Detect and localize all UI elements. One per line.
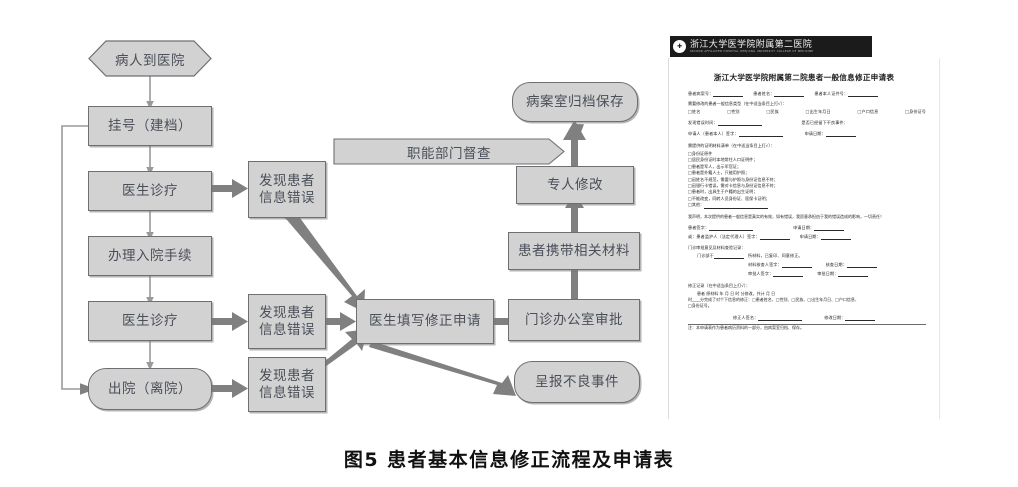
form-section2-title: 需提供的证明材料清单（在中适当条目上打√）：	[688, 143, 775, 148]
form-section3-title: 门诊审批意见及材料查验记录：	[688, 244, 746, 250]
form-section2-options: □身份证原件 □居民身份证时本地常住人口证明件； □患者是军人，出示军官证； □…	[688, 151, 778, 209]
form-declaration: 我声明，本次提供的患者一般信息是真实的有效，如有错误，我愿意承担由于我的错误造成…	[688, 213, 884, 219]
node-outpatient-office-approval: 门诊办公室审批	[508, 299, 640, 341]
form-row-verify: 门诊部于 所材料，已复印、同意修正。	[697, 252, 803, 259]
node-admission: 办理入院手续	[88, 236, 212, 276]
hospital-name-en: SECOND AFFILIATED HOSPITAL ZHEJIANG UNIV…	[690, 49, 814, 53]
node-doctor-visit-2: 医生诊疗	[88, 301, 212, 341]
form-hospital-header: ✚ 浙江大学医学院附属第二医院 SECOND AFFILIATED HOSPIT…	[670, 36, 872, 57]
page-edge-right	[939, 58, 940, 419]
node-label: 职能部门督查	[407, 145, 491, 162]
node-doctor-fills-application: 医生填写修正申请	[356, 299, 494, 344]
form-title: 浙江大学医学院附属第二院患者一般信息修正申请表	[713, 73, 895, 82]
page-edge-left	[668, 58, 669, 419]
form-row-approver-sign: 审批人签字： 审批日期：	[688, 271, 926, 277]
node-designated-staff-modifies: 专人修改	[516, 166, 634, 204]
application-form-scan: ✚ 浙江大学医学院附属第二医院 SECOND AFFILIATED HOSPIT…	[668, 36, 940, 419]
form-row-applicant: 申请人（患者本人）签字： 申请日期：	[688, 131, 926, 137]
hospital-seal-icon: ✚	[673, 40, 686, 53]
form-row-basic-info: 患者病案号： 患者姓名： 患者本人证件号：	[688, 91, 926, 97]
form-section4-lines: 患者 原材料 年 月 日 时 分修改，共计 月 日 时____分完成了对个下信息…	[688, 290, 859, 309]
form-section4-title: 修正记录（在中适当条目上打√）：	[688, 282, 750, 288]
node-patient-brings-materials: 患者携带相关材料	[508, 232, 640, 270]
node-functional-dept-supervision: 职能部门督查	[333, 138, 565, 165]
figure-caption: 图5 患者基本信息修正流程及申请表	[343, 449, 675, 471]
node-discharge: 出院（离院）	[88, 368, 212, 410]
form-row-modifier-sign: 修正人签名： 修改日期：	[688, 315, 926, 322]
node-error-found-3: 发现患者 信息错误	[248, 357, 326, 412]
form-row-guardian-sign: 或：患者监护人（法定代理人）签字： 申请日期：	[688, 234, 926, 240]
hospital-name-cn: 浙江大学医学院附属第二医院	[690, 39, 813, 50]
node-error-found-1: 发现患者 信息错误	[248, 161, 326, 218]
form-row-verifier-sign: 材料核查人签字： 核查日期：	[688, 262, 926, 268]
form-section1-title: 需要修改的患者一般信息类型（在中适当条目上打√）：	[688, 101, 787, 106]
form-footer-note: 注：本申请表作为患者病历资料的一部分，由病案室归档、保存。	[688, 325, 804, 331]
node-label: 病人到医院	[115, 52, 185, 69]
node-report-adverse-event: 呈报不良事件	[514, 361, 640, 403]
node-registration: 挂号（建档）	[88, 106, 212, 146]
form-row-patient-sign: 患者签字： 申请日期：	[688, 225, 926, 231]
form-section1-options: □姓名 □性别 □民族 □出生年月日 □户口信息 □身份证号	[688, 109, 926, 114]
node-doctor-visit-1: 医生诊疗	[88, 171, 212, 211]
node-patient-arrives: 病人到医院	[88, 40, 212, 77]
form-row-error-time: 发现错误时间： 是否已经留下不良事件：	[688, 120, 848, 126]
node-error-found-2: 发现患者 信息错误	[248, 294, 326, 349]
node-medical-records-archive: 病案室归档保存	[512, 82, 638, 122]
